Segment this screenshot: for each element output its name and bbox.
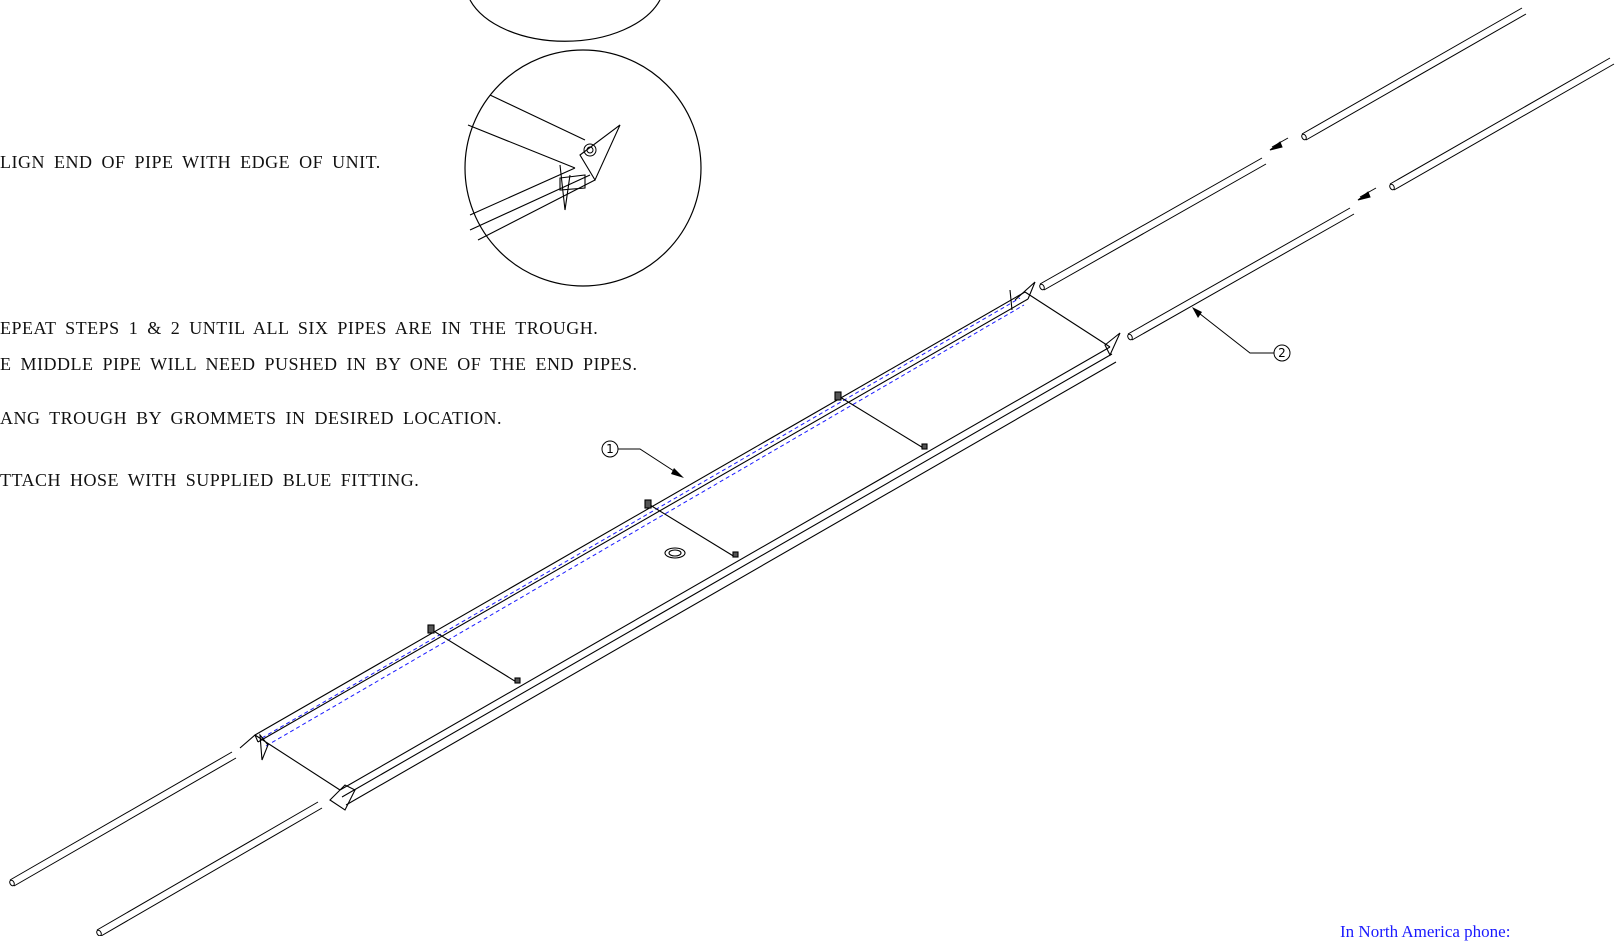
clip-1	[427, 624, 435, 634]
detail-view-pipe-end	[464, 49, 702, 287]
instruction-hose: TTACH HOSE WITH SUPPLIED BLUE FITTING.	[0, 470, 420, 490]
contact-north-america: In North America phone:	[1340, 922, 1511, 941]
clip-4	[514, 677, 521, 684]
clip-5	[732, 551, 739, 558]
svg-text:1: 1	[606, 442, 614, 456]
pipe-right-upper-near	[1039, 157, 1267, 291]
clip-3	[834, 391, 842, 401]
instruction-middle-pipe: E MIDDLE PIPE WILL NEED PUSHED IN BY ONE…	[0, 354, 638, 374]
pipes-left	[9, 751, 323, 936]
pipe-right-lower-near	[1127, 207, 1355, 341]
trough-back-rail	[254, 291, 1029, 743]
pipe-right-upper-far	[1301, 7, 1527, 141]
cross-brace-2	[649, 504, 736, 558]
pipe-left-upper	[9, 751, 237, 887]
callout-pipe: 2	[1192, 307, 1291, 362]
cross-brace-3	[839, 396, 926, 450]
cross-brace-1	[431, 629, 519, 684]
svg-text:2: 2	[1278, 346, 1286, 360]
trough-unit	[239, 281, 1121, 811]
hidden-pipe-lines	[261, 297, 1025, 747]
pipe-right-lower-far	[1389, 57, 1615, 191]
instruction-align: LIGN END OF PIPE WITH EDGE OF UNIT.	[0, 152, 381, 172]
instruction-repeat: EPEAT STEPS 1 & 2 UNTIL ALL SIX PIPES AR…	[0, 318, 599, 338]
trough-front-rail	[339, 346, 1117, 806]
pipes-right	[1039, 7, 1615, 341]
detail-circle-top	[469, 0, 661, 42]
instruction-hang: ANG TROUGH BY GROMMETS IN DESIRED LOCATI…	[0, 408, 503, 428]
trough-end-left	[239, 733, 356, 811]
clip-2	[644, 499, 652, 509]
pipe-left-lower	[96, 801, 323, 936]
callout-trough: 1	[601, 440, 684, 478]
clip-6	[921, 443, 928, 450]
trough-end-right	[1009, 281, 1121, 357]
grommet	[664, 547, 686, 559]
